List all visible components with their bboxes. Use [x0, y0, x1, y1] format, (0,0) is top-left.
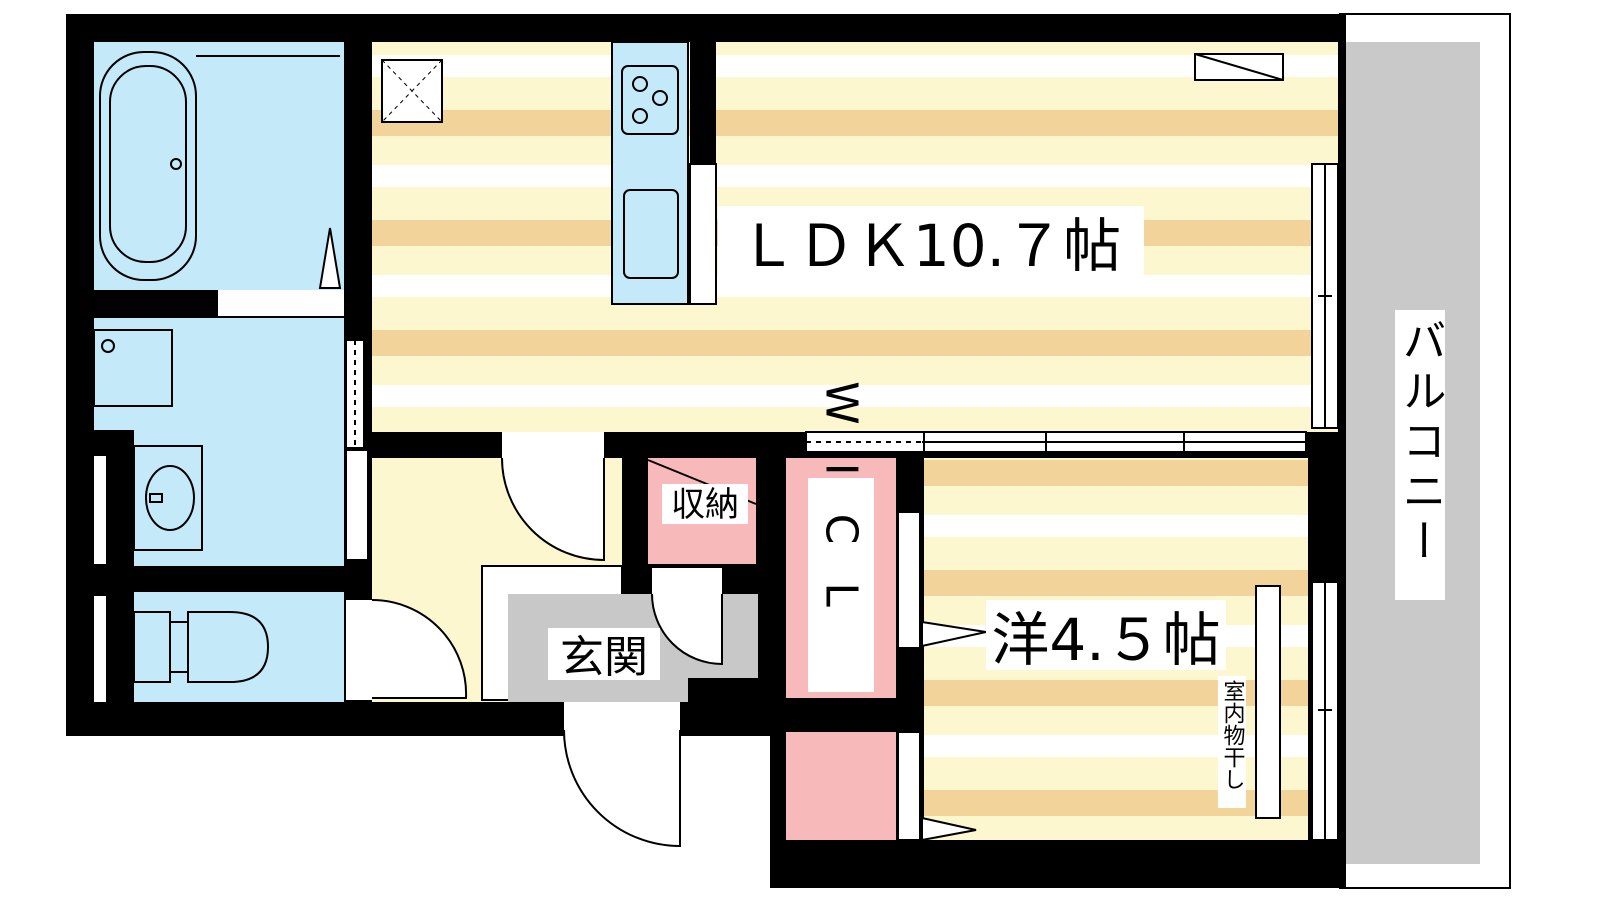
- bathroom: [94, 42, 344, 316]
- label-ldk: ＬＤＫ10.７帖: [739, 212, 1121, 280]
- entrance-label-bg: [548, 628, 660, 680]
- kitchen-partition: [690, 42, 716, 164]
- label-wic: W I C L: [816, 381, 867, 619]
- label-drying: 室内物干し: [1220, 680, 1246, 790]
- ldk-balcony-window: [1311, 163, 1339, 429]
- sliding-partition: [805, 431, 1307, 453]
- fridge-space: [381, 59, 443, 123]
- label-balcony: バルコニー: [1395, 318, 1446, 568]
- window-marker: [1194, 53, 1284, 81]
- kitchen-counter: [611, 41, 689, 305]
- storage-label-bg: [662, 484, 748, 524]
- label-entrance: 玄関: [560, 632, 648, 683]
- label-western: 洋4.５帖: [991, 606, 1220, 674]
- wic-label-bg: [808, 478, 874, 692]
- balcony: [1339, 13, 1511, 889]
- wall-notch-white-b: [94, 596, 106, 702]
- western-label-bg: [986, 600, 1226, 670]
- drying-label-bg: [1218, 676, 1246, 808]
- kitchen-panel: [689, 163, 717, 305]
- wall-notch-white-a: [94, 456, 106, 564]
- ldk-label-bg: [718, 206, 1144, 280]
- label-storage: 収納: [671, 485, 739, 525]
- washroom: [93, 318, 369, 566]
- toilet-room: [133, 592, 344, 702]
